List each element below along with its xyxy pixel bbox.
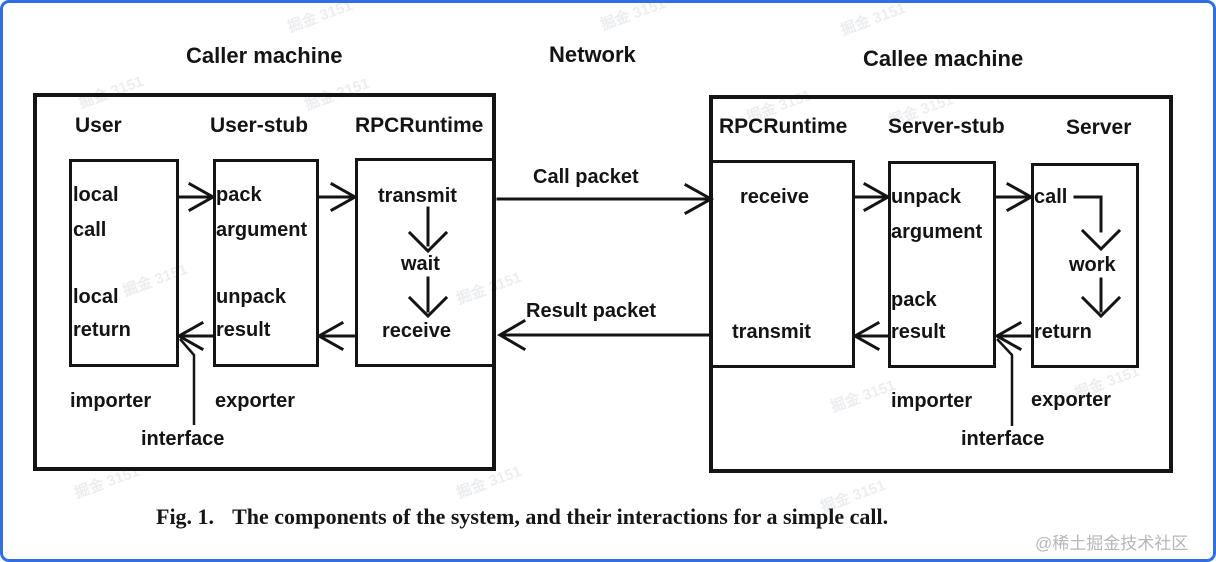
arrow-result-packet (497, 318, 711, 352)
wait-label: wait (401, 253, 440, 275)
interface-label-callee: interface (961, 428, 1045, 450)
transmit-label: transmit (378, 185, 457, 207)
receive-label-callee: receive (740, 186, 809, 208)
work-label: work (1069, 254, 1116, 276)
pack-result-line2: result (891, 321, 946, 343)
callee-rpcruntime-column-label: RPCRuntime (719, 115, 848, 138)
exporter-label-callee: exporter (1031, 389, 1112, 411)
call-label: call (1034, 186, 1068, 208)
local-call-line1: local (73, 184, 119, 206)
caller-machine-label: Caller machine (186, 43, 343, 68)
caller-rpcruntime-column-label: RPCRuntime (355, 114, 484, 137)
server-stub-column-label: Server-stub (888, 115, 1005, 138)
unpack-argument-line1: unpack (891, 186, 962, 208)
network-label: Network (549, 42, 636, 67)
importer-label-caller: importer (70, 390, 152, 412)
user-stub-column-label: User-stub (210, 114, 309, 137)
result-packet-label: Result packet (526, 300, 657, 322)
return-label: return (1034, 321, 1092, 343)
local-call-line2: call (73, 219, 107, 241)
receive-label-caller: receive (382, 320, 451, 342)
scan-watermark: 掘金 3151 (285, 0, 355, 36)
transmit-label-callee: transmit (732, 321, 811, 343)
exporter-label-caller: exporter (215, 390, 296, 412)
unpack-argument-line2: argument (891, 221, 983, 243)
unpack-result-line1: unpack (216, 286, 287, 308)
importer-label-callee: importer (891, 390, 973, 412)
call-packet-label: Call packet (533, 166, 639, 188)
pack-result-line1: pack (891, 289, 937, 311)
figure-number: Fig. 1. (156, 504, 215, 529)
callee-rpcruntime-box (709, 160, 855, 368)
arrow-call-packet (496, 182, 715, 216)
user-column-label: User (75, 114, 122, 137)
figure-caption-text: The components of the system, and their … (232, 504, 889, 529)
server-stub-box (888, 161, 996, 368)
scan-watermark: 掘金 3151 (598, 0, 668, 34)
pack-argument-line1: pack (216, 184, 262, 206)
server-box (1031, 163, 1139, 368)
unpack-result-line2: result (216, 319, 271, 341)
server-column-label: Server (1066, 116, 1132, 139)
figure-caption: Fig. 1. The components of the system, and… (156, 504, 888, 530)
pack-argument-line2: argument (216, 219, 308, 241)
user-stub-box (213, 159, 319, 367)
user-box (69, 159, 179, 367)
callee-machine-label: Callee machine (863, 46, 1024, 71)
local-return-line2: return (73, 319, 131, 341)
caller-rpcruntime-box (355, 158, 495, 367)
scan-watermark: 掘金 3151 (838, 0, 908, 39)
interface-label-caller: interface (141, 428, 225, 450)
community-watermark: @稀土掘金技术社区 (1035, 534, 1189, 553)
local-return-line1: local (73, 286, 119, 308)
